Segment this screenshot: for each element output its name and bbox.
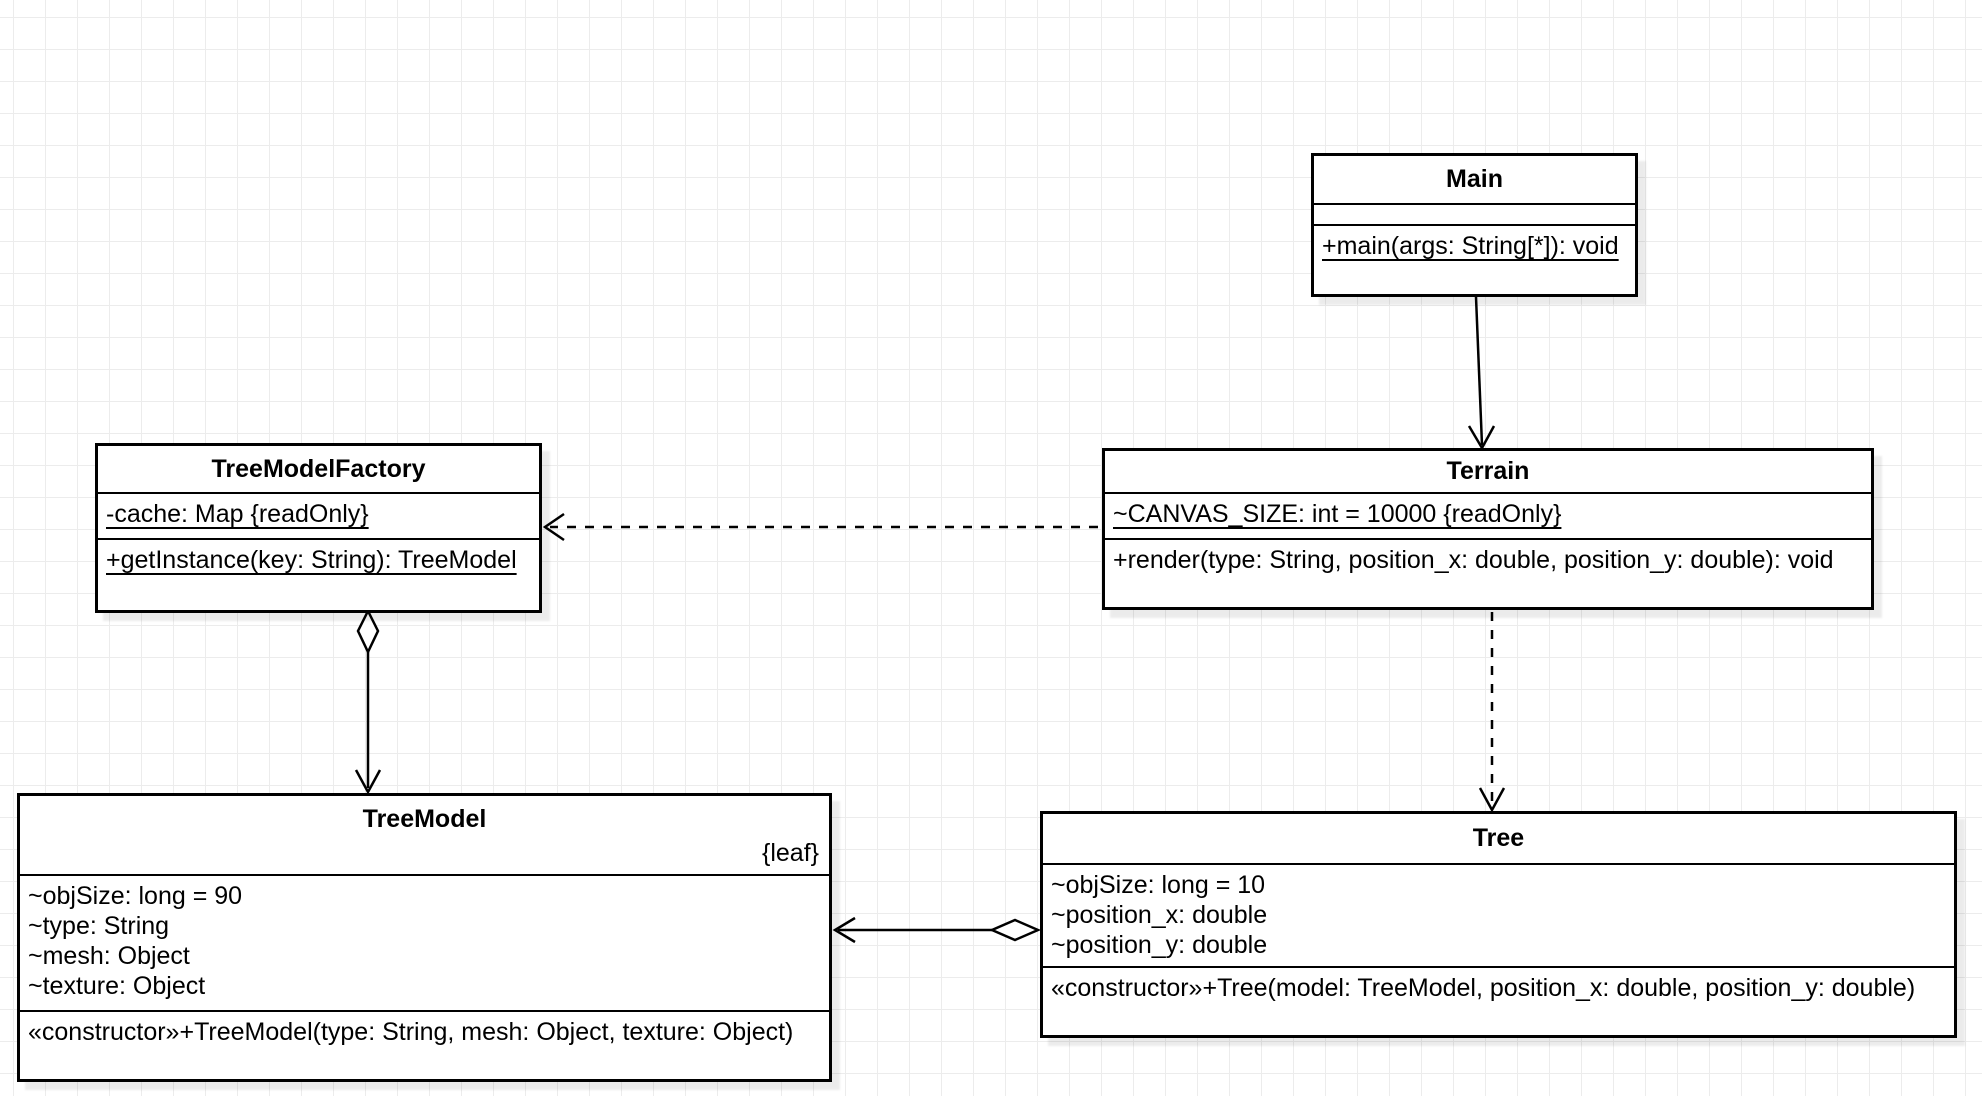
attribute-row: ~CANVAS_SIZE: int = 10000 {readOnly}	[1113, 500, 1562, 528]
class-terrain-methods: +render(type: String, position_x: double…	[1105, 540, 1871, 607]
attribute-row: ~mesh: Object	[28, 942, 190, 970]
class-tree-attributes: ~objSize: long = 10 ~position_x: double …	[1043, 865, 1954, 968]
attribute-row: ~type: String	[28, 912, 170, 940]
open-arrowhead-icon	[542, 512, 565, 542]
hollow-diamond-icon	[356, 608, 380, 655]
class-treemodel-attributes: ~objSize: long = 90 ~type: String ~mesh:…	[20, 876, 829, 1012]
aggregation-tree-treemodel[interactable]	[832, 916, 1042, 944]
method-row: +getInstance(key: String): TreeModel	[106, 546, 517, 574]
class-main-title: Main	[1446, 165, 1503, 193]
class-treemodel[interactable]: TreeModel {leaf} ~objSize: long = 90 ~ty…	[17, 793, 832, 1082]
attribute-row: ~texture: Object	[28, 972, 206, 1000]
method-row: «constructor»+Tree(model: TreeModel, pos…	[1051, 974, 1916, 1002]
class-treemodelfactory-title: TreeModelFactory	[211, 454, 426, 483]
class-tree[interactable]: Tree ~objSize: long = 10 ~position_x: do…	[1040, 811, 1957, 1038]
attribute-row: ~objSize: long = 10	[1051, 871, 1266, 899]
class-treemodelfactory-methods: +getInstance(key: String): TreeModel	[98, 540, 539, 610]
class-tree-methods: «constructor»+Tree(model: TreeModel, pos…	[1043, 968, 1954, 1035]
class-terrain-title: Terrain	[1446, 457, 1530, 485]
method-row: «constructor»+TreeModel(type: String, me…	[28, 1018, 794, 1046]
class-terrain-attributes: ~CANVAS_SIZE: int = 10000 {readOnly}	[1105, 494, 1871, 540]
class-treemodel-methods: «constructor»+TreeModel(type: String, me…	[20, 1012, 829, 1079]
hollow-diamond-icon	[988, 918, 1042, 942]
attribute-row: ~position_y: double	[1051, 931, 1268, 959]
dependency-terrain-treemodelfactory[interactable]	[542, 512, 1098, 542]
attribute-row: ~position_x: double	[1051, 901, 1268, 929]
open-arrowhead-icon	[1478, 787, 1506, 813]
class-treemodelfactory[interactable]: TreeModelFactory -cache: Map {readOnly} …	[95, 443, 542, 613]
dependency-terrain-tree[interactable]	[1478, 612, 1506, 813]
association-main-terrain[interactable]	[1467, 296, 1496, 451]
class-main[interactable]: Main +main(args: String[*]): void	[1311, 153, 1638, 297]
attribute-row: -cache: Map {readOnly}	[106, 500, 369, 528]
class-tree-title: Tree	[1472, 824, 1525, 852]
method-row: +render(type: String, position_x: double…	[1113, 546, 1834, 574]
class-main-methods: +main(args: String[*]): void	[1314, 226, 1635, 294]
open-arrowhead-icon	[832, 916, 856, 944]
class-terrain[interactable]: Terrain ~CANVAS_SIZE: int = 10000 {readO…	[1102, 448, 1874, 610]
aggregation-treemodelfactory-treemodel[interactable]	[354, 608, 382, 795]
class-main-attributes-empty	[1314, 205, 1635, 226]
class-treemodelfactory-attributes: -cache: Map {readOnly}	[98, 494, 539, 540]
attribute-row: ~objSize: long = 90	[28, 882, 243, 910]
leaf-constraint-label: {leaf}	[761, 839, 819, 867]
method-row: +main(args: String[*]): void	[1322, 232, 1619, 260]
open-arrowhead-icon	[354, 769, 382, 795]
class-treemodel-title: TreeModel	[362, 805, 487, 833]
